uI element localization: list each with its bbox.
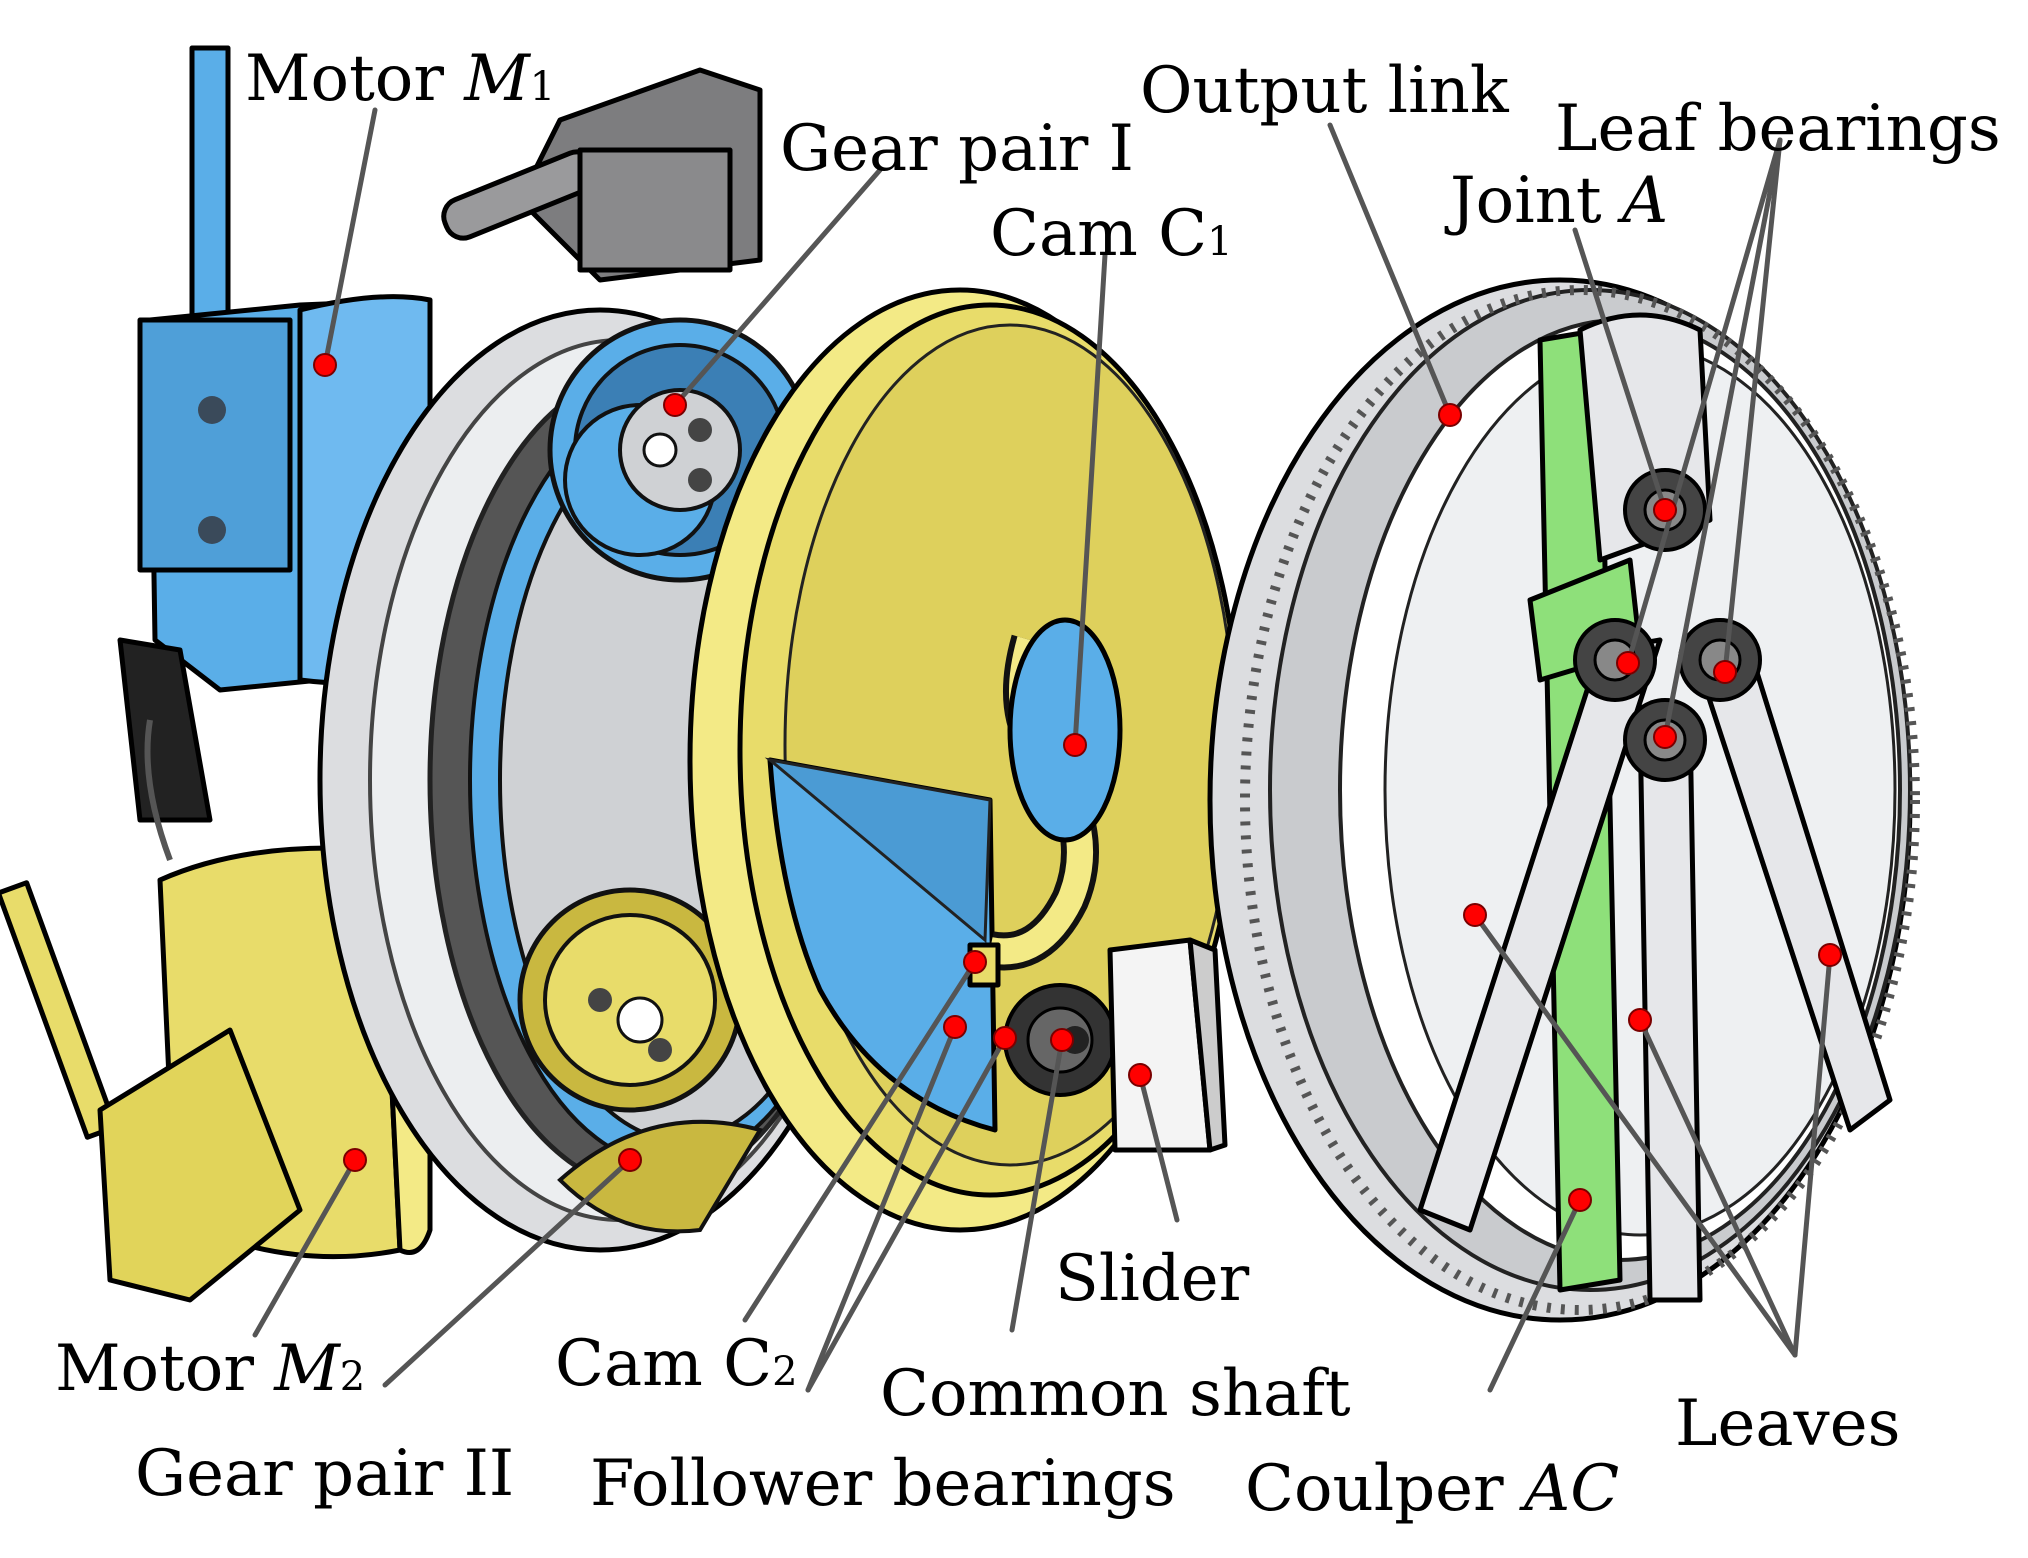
label-cam-c1: Cam C1 bbox=[990, 197, 1233, 271]
label-gear-pair-2: Gear pair II bbox=[135, 1437, 514, 1511]
label-cam-c2: Cam C2 bbox=[555, 1327, 798, 1401]
leader-gear-pair-2 bbox=[382, 1157, 633, 1388]
motor-m2-connector bbox=[97, 1027, 303, 1303]
label-motor-m1: Motor M1 bbox=[245, 42, 555, 116]
leader-gear-pair-1 bbox=[672, 167, 883, 408]
marker-leaf-right bbox=[1818, 943, 1842, 967]
label-output-link: Output link bbox=[1140, 54, 1510, 128]
leader-motor-m1 bbox=[322, 107, 378, 368]
leader-leaf-bearings-2 bbox=[1662, 137, 1783, 740]
leader-joint-a bbox=[1572, 227, 1668, 513]
marker-coupler-ac bbox=[1568, 1188, 1592, 1212]
leader-follower-bearings-2 bbox=[805, 1035, 1008, 1393]
marker-joint-a bbox=[1653, 498, 1677, 522]
label-leaves: Leaves bbox=[1675, 1387, 1900, 1461]
marker-follower-bearing-1 bbox=[943, 1015, 967, 1039]
label-common-shaft: Common shaft bbox=[880, 1357, 1351, 1431]
motor-m2-shaft bbox=[0, 880, 119, 1140]
marker-leaf-center bbox=[1628, 1008, 1652, 1032]
gear-pair-2 bbox=[517, 887, 764, 1234]
marker-motor-m2 bbox=[343, 1148, 367, 1172]
marker-slider bbox=[1128, 1063, 1152, 1087]
marker-leaf-bearing-3 bbox=[1653, 725, 1677, 749]
leader-motor-m2 bbox=[252, 1157, 358, 1338]
marker-leaf-left bbox=[1463, 903, 1487, 927]
leader-leaves-1 bbox=[1472, 912, 1798, 1358]
leader-slider bbox=[1137, 1072, 1180, 1223]
leader-leaves-3 bbox=[1792, 952, 1833, 1358]
marker-gear-pair-2 bbox=[618, 1148, 642, 1172]
slider-part bbox=[1107, 937, 1228, 1153]
marker-follower-bearing-2 bbox=[993, 1026, 1017, 1050]
leader-leaf-bearings-1 bbox=[1625, 137, 1783, 666]
leader-cam-c2 bbox=[742, 959, 978, 1323]
side-bracket bbox=[117, 637, 213, 862]
output-link-ring bbox=[1207, 277, 1920, 1323]
leader-cam-c1 bbox=[1072, 252, 1108, 748]
leader-leaves-2 bbox=[1637, 1017, 1798, 1358]
marker-output-link bbox=[1438, 403, 1462, 427]
marker-gear-pair-1 bbox=[663, 393, 687, 417]
label-slider: Slider bbox=[1055, 1242, 1250, 1316]
leader-follower-bearings-1 bbox=[805, 1024, 958, 1393]
leader-lines bbox=[252, 107, 1833, 1393]
marker-cam-c1 bbox=[1063, 733, 1087, 757]
label-joint-a: Joint A bbox=[1444, 164, 1668, 238]
label-coupler-ac: Coulper AC bbox=[1245, 1452, 1619, 1526]
marker-common-shaft bbox=[1050, 1028, 1074, 1052]
label-gear-pair-1: Gear pair I bbox=[780, 112, 1134, 186]
markers bbox=[313, 353, 1842, 1212]
leader-output-link bbox=[1327, 122, 1453, 418]
label-motor-m2: Motor M2 bbox=[55, 1332, 365, 1406]
marker-cam-c2 bbox=[963, 950, 987, 974]
motor-m1-shaft bbox=[189, 45, 231, 331]
labels: Motor M1 Gear pair I Cam C1 Output link … bbox=[55, 42, 2001, 1526]
label-follower-bearings: Follower bearings bbox=[590, 1447, 1176, 1521]
leader-leaf-bearings-3 bbox=[1722, 137, 1783, 675]
cam-c1-slot bbox=[1007, 617, 1123, 843]
marker-motor-m1 bbox=[313, 353, 337, 377]
leader-common-shaft bbox=[1009, 1037, 1065, 1333]
leader-coupler-ac bbox=[1487, 1197, 1583, 1393]
marker-leaf-bearing-2 bbox=[1713, 660, 1737, 684]
label-leaf-bearings: Leaf bearings bbox=[1555, 92, 2001, 166]
marker-leaf-bearing-1 bbox=[1616, 651, 1640, 675]
